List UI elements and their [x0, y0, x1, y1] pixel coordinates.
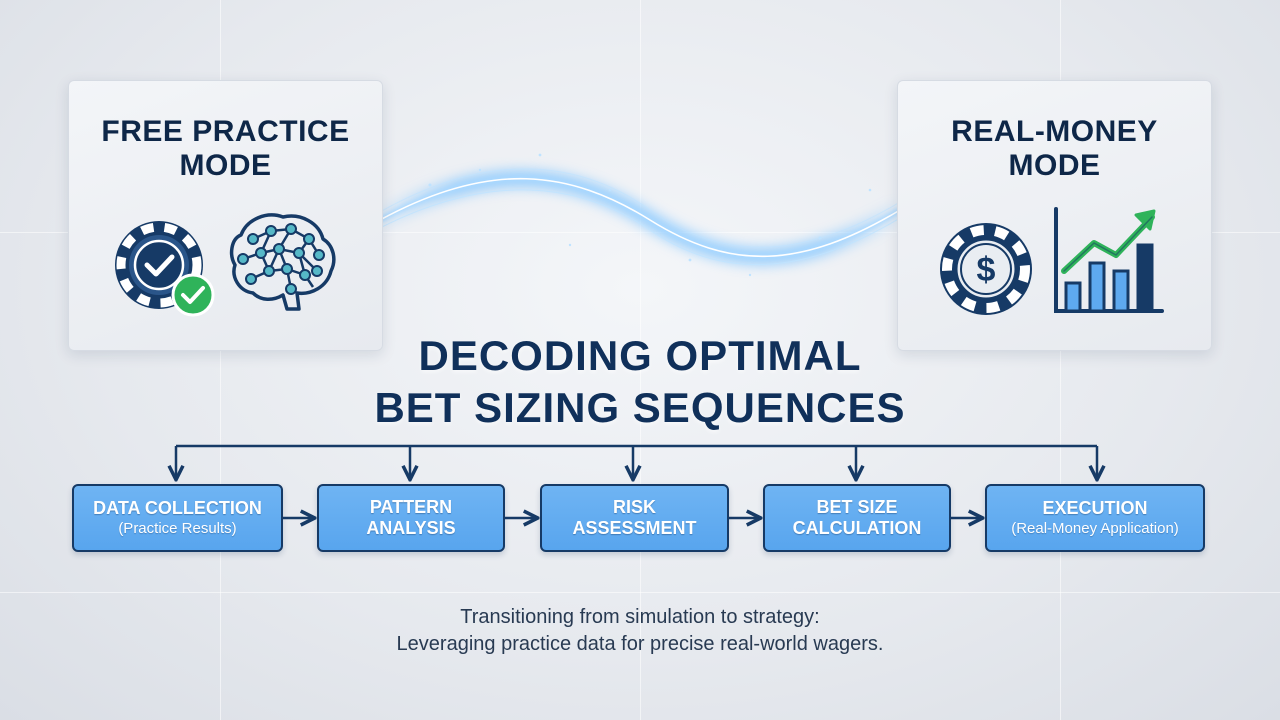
step-bet-size-calculation: BET SIZE CALCULATION	[763, 484, 951, 552]
step-title: PATTERN ANALYSIS	[366, 497, 456, 538]
card-title: REAL-MONEY MODE	[951, 115, 1158, 182]
step-data-collection: DATA COLLECTION (Practice Results)	[72, 484, 283, 552]
step-title: BET SIZE CALCULATION	[792, 497, 922, 538]
growth-chart-icon	[1054, 207, 1164, 313]
svg-text:$: $	[977, 251, 996, 289]
glow-wave-connector	[375, 153, 905, 277]
poker-chip-check-icon	[115, 221, 215, 317]
caption: Transitioning from simulation to strateg…	[396, 606, 884, 655]
step-title: EXECUTION	[1042, 498, 1148, 518]
grid-line	[0, 232, 1280, 233]
main-title: DECODING OPTIMAL BET SIZING SEQUENCES	[374, 332, 906, 431]
step-title: RISK ASSESSMENT	[572, 497, 697, 538]
grid-line	[1060, 0, 1061, 720]
step-subtitle: (Practice Results)	[118, 520, 237, 537]
grid-line	[220, 0, 221, 720]
step-pattern-analysis: PATTERN ANALYSIS	[317, 484, 505, 552]
step-title: DATA COLLECTION	[93, 498, 262, 518]
poker-chip-dollar-icon: $	[940, 223, 1032, 315]
step-execution: EXECUTION (Real-Money Application)	[985, 484, 1205, 552]
grid-line	[640, 0, 641, 720]
step-subtitle: (Real-Money Application)	[1011, 520, 1179, 537]
card-title: FREE PRACTICE MODE	[101, 115, 350, 182]
brain-network-icon	[229, 213, 336, 311]
free-practice-mode-card: FREE PRACTICE MODE	[68, 80, 383, 351]
grid-line	[0, 592, 1280, 593]
real-money-mode-card: REAL-MONEY MODE $	[897, 80, 1212, 351]
step-risk-assessment: RISK ASSESSMENT	[540, 484, 729, 552]
